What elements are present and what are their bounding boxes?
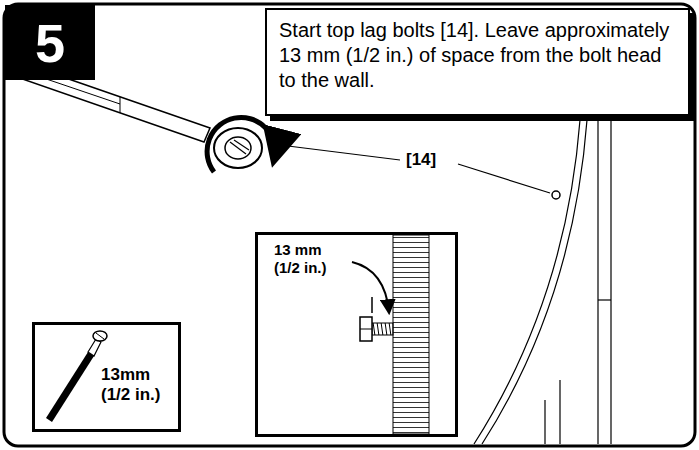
lag-bolt: [552, 191, 560, 199]
step-number: 5: [5, 5, 95, 80]
label-text: 13mm (1/2 in.): [101, 365, 175, 406]
instruction-box: Start top lag bolts [14]. Leave approxim…: [265, 8, 690, 116]
leader-line: [272, 144, 550, 193]
panel-frame: [4, 4, 695, 446]
bolt-detail: [258, 235, 455, 434]
label-text: 13 mm (1/2 in.): [274, 241, 348, 277]
label-text: Start top lag bolts [14]. Leave approxim…: [279, 18, 676, 93]
detail-inset: 13 mm (1/2 in.): [255, 232, 458, 437]
tool-inset: 13mm (1/2 in.): [32, 322, 181, 432]
wall: [474, 120, 611, 444]
label-text: 5: [35, 16, 65, 70]
callout-number: [14]: [404, 150, 438, 170]
